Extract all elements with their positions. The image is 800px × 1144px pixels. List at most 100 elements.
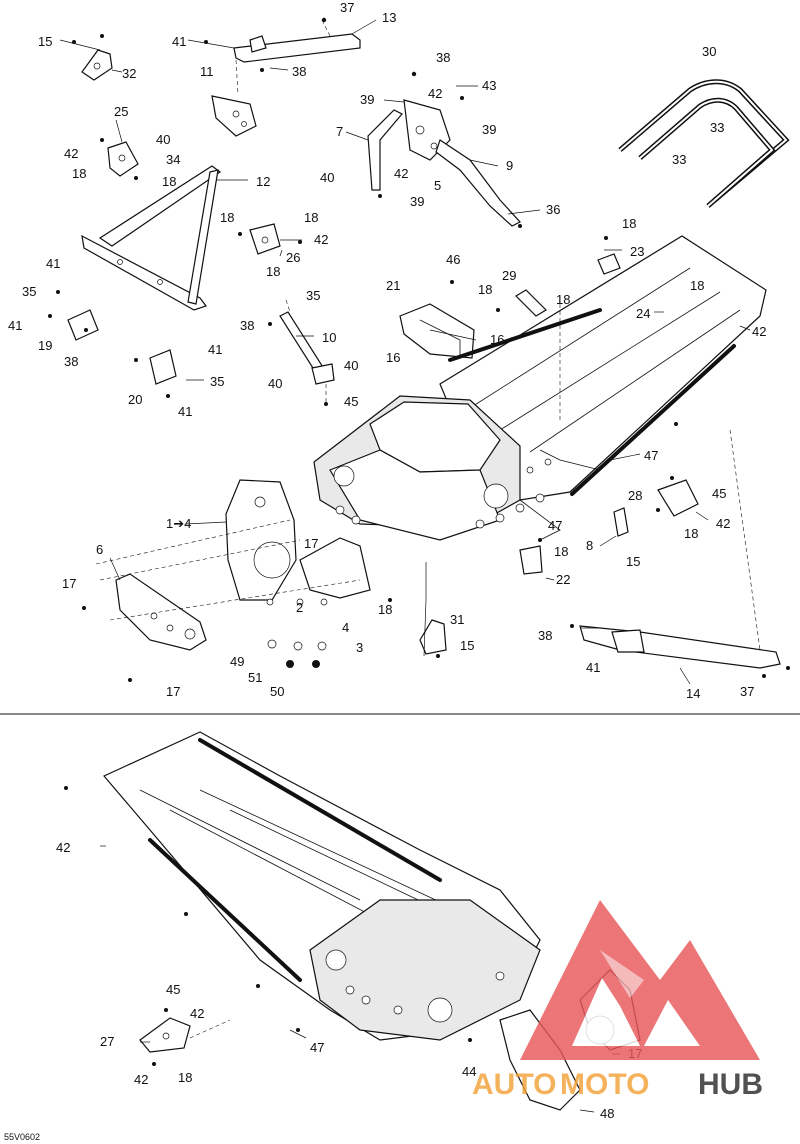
callout-17: 17: [304, 536, 318, 551]
callout-18: 18: [556, 292, 570, 307]
callout-labels: 37 13 15 41 32 38 11 38 43 39 42 30 7 39…: [8, 0, 766, 1121]
callout-3: 3: [356, 640, 363, 655]
callout-41: 41: [586, 660, 600, 675]
callout-22: 22: [556, 572, 570, 587]
callout-42: 42: [428, 86, 442, 101]
callout-38: 38: [292, 64, 306, 79]
callout-45: 45: [712, 486, 726, 501]
callout-38: 38: [538, 628, 552, 643]
callout-37: 37: [340, 0, 354, 15]
callout-30: 30: [702, 44, 716, 59]
part-11-bracket: [211, 95, 257, 137]
callout-21: 21: [386, 278, 400, 293]
callout-15: 15: [38, 34, 52, 49]
callout-38: 38: [64, 354, 78, 369]
parts-49-50-51-washers: [267, 639, 327, 668]
part-31-bracket: [419, 619, 447, 655]
part-7-9-steering-arms: [367, 99, 521, 227]
callout-42: 42: [190, 1006, 204, 1021]
callout-47: 47: [310, 1040, 324, 1055]
callout-33: 33: [710, 120, 724, 135]
part-10-rod: [279, 299, 335, 404]
callout-41: 41: [172, 34, 186, 49]
callout-18: 18: [304, 210, 318, 225]
part-29-strap: [515, 289, 547, 317]
part-32-bracket: [81, 49, 113, 81]
callout-24: 24: [636, 306, 650, 321]
callout-2: 2: [296, 600, 303, 615]
watermark-word-hub: HUB: [698, 1068, 763, 1101]
leader-lines: [59, 19, 761, 1113]
callout-35: 35: [306, 288, 320, 303]
callout-46: 46: [446, 252, 460, 267]
callout-42: 42: [64, 146, 78, 161]
callout-8: 8: [586, 538, 593, 553]
callout-1-to-4: 1➔4: [166, 516, 191, 531]
part-30-bumper-loop: [618, 79, 790, 208]
callout-11: 11: [200, 64, 214, 79]
callout-18: 18: [622, 216, 636, 231]
callout-13: 13: [382, 10, 396, 25]
callout-28: 28: [628, 488, 642, 503]
main-frame-lower: [103, 731, 541, 1041]
main-frame-upper: [313, 235, 767, 541]
callout-27: 27: [100, 1034, 114, 1049]
callout-43: 43: [482, 78, 496, 93]
callout-40: 40: [344, 358, 358, 373]
part-25-mount: [107, 141, 139, 177]
callout-33: 33: [672, 152, 686, 167]
callout-50: 50: [270, 684, 284, 699]
part-19-20-brackets: [67, 309, 177, 385]
part-8-22-28-smalls: [519, 479, 699, 575]
callout-42: 42: [716, 516, 730, 531]
callout-18: 18: [162, 174, 176, 189]
callout-14: 14: [686, 686, 700, 701]
callout-35: 35: [22, 284, 36, 299]
callout-42: 42: [134, 1072, 148, 1087]
callout-15: 15: [460, 638, 474, 653]
callout-41: 41: [46, 256, 60, 271]
callout-25: 25: [114, 104, 128, 119]
callout-18: 18: [478, 282, 492, 297]
part-12-a-frame: [81, 165, 222, 311]
callout-47: 47: [644, 448, 658, 463]
drawing-code: 55V0602: [4, 1132, 40, 1142]
callout-51: 51: [248, 670, 262, 685]
callout-9: 9: [506, 158, 513, 173]
watermark-word-auto: AUTO: [472, 1068, 556, 1101]
callout-18: 18: [72, 166, 86, 181]
callout-38: 38: [436, 50, 450, 65]
callout-17: 17: [62, 576, 76, 591]
part-1-4-engine-mount: [225, 479, 371, 606]
part-drawings: [0, 17, 800, 1113]
watermark-word-moto: MOTO: [560, 1068, 649, 1101]
watermark-triangle-mark: [520, 900, 760, 1060]
callout-35: 35: [210, 374, 224, 389]
callout-29: 29: [502, 268, 516, 283]
callout-47: 47: [548, 518, 562, 533]
callout-4: 4: [342, 620, 349, 635]
callout-37: 37: [740, 684, 754, 699]
watermark-logo: AUTO MOTO HUB: [472, 900, 763, 1101]
callout-36: 36: [546, 202, 560, 217]
callout-18: 18: [690, 278, 704, 293]
callout-49: 49: [230, 654, 244, 669]
callout-40: 40: [320, 170, 334, 185]
callout-41: 41: [178, 404, 192, 419]
callout-32: 32: [122, 66, 136, 81]
callout-44: 44: [462, 1064, 476, 1079]
callout-20: 20: [128, 392, 142, 407]
callout-18: 18: [178, 1070, 192, 1085]
callout-18: 18: [684, 526, 698, 541]
callout-18: 18: [554, 544, 568, 559]
callout-18: 18: [378, 602, 392, 617]
callout-19: 19: [38, 338, 52, 353]
part-21-16-bracket: [399, 303, 475, 359]
callout-40: 40: [156, 132, 170, 147]
callout-41: 41: [8, 318, 22, 333]
callout-45: 45: [166, 982, 180, 997]
callout-39: 39: [482, 122, 496, 137]
fastener-dots: [48, 17, 790, 1066]
callout-16: 16: [386, 350, 400, 365]
